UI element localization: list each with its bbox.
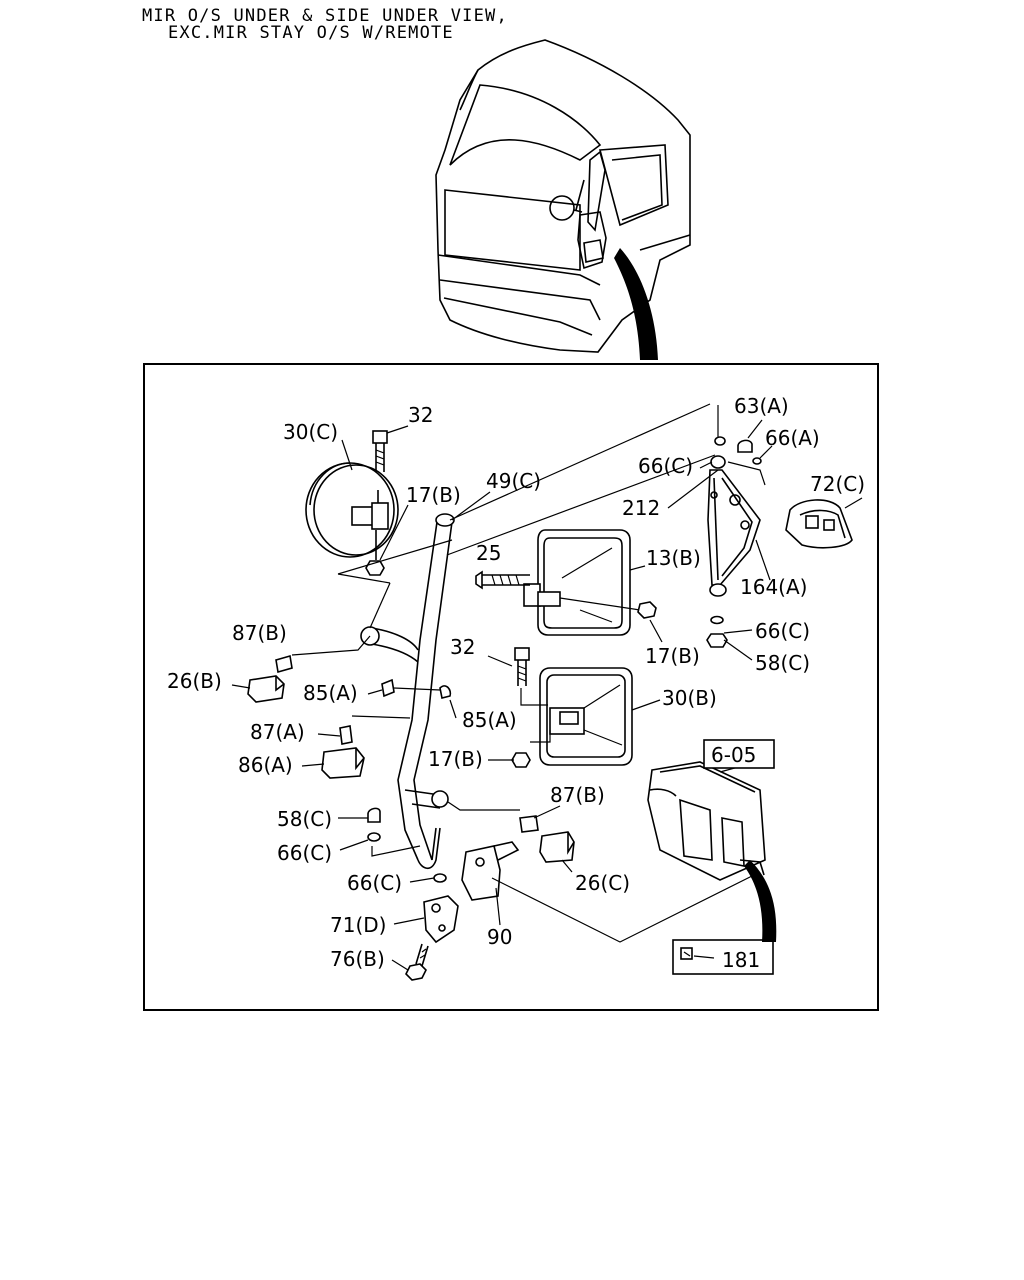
callout-labels: 30(C) 32 17(B) 49(C) 63(A) 66(A) 66(C) 2… <box>167 394 865 975</box>
callout-49c: 49(C) <box>486 469 541 493</box>
bolt-32-lower <box>487 647 548 706</box>
clip-87a <box>339 715 411 745</box>
callout-66c-top: 66(C) <box>638 454 693 478</box>
truck-cab-illustration <box>435 39 691 360</box>
clip-87b-lower <box>447 801 539 833</box>
callout-85a-right: 85(A) <box>462 708 517 732</box>
callout-26b: 26(B) <box>167 669 222 693</box>
cover-26c <box>539 831 575 863</box>
bolt-25 <box>475 570 530 590</box>
grommets-85a <box>381 678 452 699</box>
callout-30b: 30(B) <box>662 686 717 710</box>
callout-17b-lower: 17(B) <box>428 747 483 771</box>
callout-leaders <box>231 439 753 971</box>
cover-72c <box>785 497 863 549</box>
bracket-71d <box>423 895 459 944</box>
nut-58c-lower <box>367 807 381 823</box>
mirror-stay-49c <box>337 403 719 870</box>
clip-87b-upper <box>275 635 371 674</box>
callout-86a: 86(A) <box>238 753 293 777</box>
bolt-32-upper <box>372 425 409 472</box>
callout-71d: 71(D) <box>330 913 386 937</box>
cover-26b <box>247 675 285 703</box>
cover-86a <box>321 747 365 779</box>
callout-87b-upper: 87(B) <box>232 621 287 645</box>
callout-212: 212 <box>622 496 660 520</box>
callout-85a-left: 85(A) <box>303 681 358 705</box>
callout-26c: 26(C) <box>575 871 630 895</box>
cap-63a <box>737 419 763 453</box>
panel-6-05 <box>647 761 777 942</box>
callout-30c: 30(C) <box>283 420 338 444</box>
detail-frame <box>143 363 879 1011</box>
callout-90: 90 <box>487 925 512 949</box>
callout-87a: 87(A) <box>250 720 305 744</box>
bracket-90 <box>461 841 761 943</box>
callout-66c-lower: 66(C) <box>347 871 402 895</box>
callout-66c-right: 66(C) <box>755 619 810 643</box>
washers-66c-stack <box>706 436 728 648</box>
callout-32-lower: 32 <box>450 635 475 659</box>
callout-box-181 <box>672 939 774 975</box>
callout-32-upper: 32 <box>408 403 433 427</box>
washer-66c-lower-left <box>367 832 421 857</box>
callout-164a: 164(A) <box>740 575 807 599</box>
diagram-title-line-1: MIR O/S UNDER & SIDE UNDER VIEW, <box>142 6 508 26</box>
callout-box-6-05 <box>703 739 775 769</box>
callout-87b-lower: 87(B) <box>550 783 605 807</box>
callout-6-05: 6-05 <box>711 743 756 767</box>
bracket-164a <box>707 455 771 597</box>
rect-mirror-13b <box>523 529 641 636</box>
nut-17b-mid <box>637 601 663 643</box>
callout-181: 181 <box>722 948 760 972</box>
callout-76b: 76(B) <box>330 947 385 971</box>
callout-58c-left: 58(C) <box>277 807 332 831</box>
washer-66c-lower-mid <box>433 873 447 883</box>
diagram-title-line-2: EXC.MIR STAY O/S W/REMOTE <box>168 23 454 43</box>
callout-63a: 63(A) <box>734 394 789 418</box>
callout-66a: 66(A) <box>765 426 820 450</box>
rect-mirror-30b <box>539 667 633 766</box>
bolt-76b <box>405 943 429 981</box>
washer-66a <box>752 445 773 465</box>
callout-66c-left: 66(C) <box>277 841 332 865</box>
callout-25: 25 <box>476 541 501 565</box>
callout-72c: 72(C) <box>810 472 865 496</box>
callout-13b: 13(B) <box>646 546 701 570</box>
round-mirror-30c <box>305 462 399 558</box>
callout-58c-right: 58(C) <box>755 651 810 675</box>
callout-17b-mid: 17(B) <box>645 644 700 668</box>
callout-17b-upper: 17(B) <box>406 483 461 507</box>
label-icon-181 <box>680 947 693 960</box>
